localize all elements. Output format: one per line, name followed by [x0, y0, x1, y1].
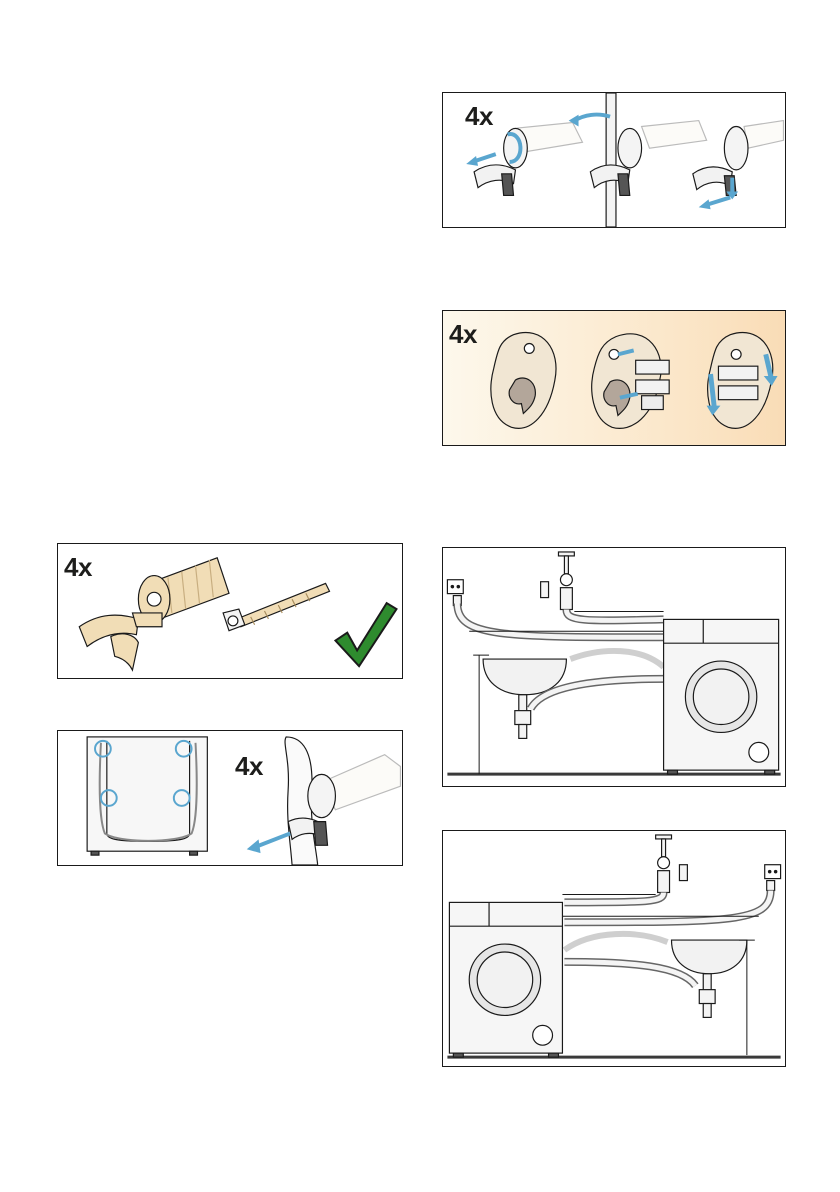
power-socket-icon: [447, 580, 463, 606]
hole-cover-illustration: [443, 311, 785, 445]
cover-plate-2: [592, 334, 669, 429]
install-left-illustration: [443, 831, 785, 1066]
cover-plate-3: [707, 333, 778, 429]
water-tap-icon: [656, 835, 688, 893]
power-socket-icon: [765, 865, 781, 891]
transport-lock-illustration: [58, 544, 402, 678]
hose-bolt-detail: [247, 737, 401, 865]
machine-back-view: [87, 737, 207, 855]
panel-install-right-layout: [442, 547, 786, 787]
washing-machine: [449, 902, 562, 1057]
hose-removal-illustration: [58, 731, 402, 865]
panel-hose-removal: 4x: [57, 730, 403, 866]
panel-transport-locks: 4x: [57, 543, 403, 679]
bolt-step-1: [466, 123, 582, 196]
cover-plate-1: [491, 333, 556, 429]
bolt-step-3: [693, 121, 784, 210]
panel-shipping-bolts-removal: 4x: [442, 92, 786, 228]
panel-install-left-layout: [442, 830, 786, 1067]
shipping-bolt-removal-illustration: [443, 93, 785, 227]
sink: [483, 659, 566, 738]
fixing-screw: [223, 583, 329, 630]
water-tap-icon: [541, 552, 575, 610]
check-icon: [335, 603, 396, 666]
install-right-illustration: [443, 548, 785, 786]
washing-machine: [664, 619, 779, 774]
transport-bolt: [79, 558, 229, 670]
arrow-icon: [247, 839, 261, 853]
bolt-step-2: [569, 93, 707, 227]
panel-hole-covers: 4x: [442, 310, 786, 446]
